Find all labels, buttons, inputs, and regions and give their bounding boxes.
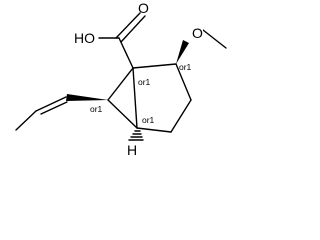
hydroxyl-label: HO <box>74 30 95 46</box>
bond-c4-c5 <box>136 127 172 133</box>
bond-c5-c6 <box>107 99 138 129</box>
wedge-c2-o <box>176 40 189 64</box>
bond-c2-c3 <box>175 63 192 101</box>
bond-ch-ch-double-a <box>35 96 67 112</box>
stereo-label-c5: or1 <box>142 115 155 125</box>
bond-c1-c2 <box>132 63 177 69</box>
methoxy-oxygen-label: O <box>192 25 203 41</box>
bond-c-o-double-b <box>120 15 146 43</box>
molecule-diagram: O HO O H or1 or1 or1 or1 <box>15 0 227 158</box>
bond-ch-ch3 <box>15 110 37 131</box>
bond-o-ch3 <box>202 29 227 49</box>
carbonyl-oxygen-label: O <box>138 0 149 16</box>
bond-c1-c6 <box>107 67 134 101</box>
stereo-label-c2: or1 <box>179 62 192 72</box>
bridgehead-hydrogen-label: H <box>127 142 137 158</box>
bond-c3-c4 <box>170 99 192 133</box>
stereo-label-c6: or1 <box>90 104 103 114</box>
wedge-c6-ch <box>66 94 108 101</box>
bond-c1-cooh <box>118 37 134 69</box>
hash-wedge-c5-h <box>128 130 144 141</box>
structure-canvas: O HO O H or1 or1 or1 or1 <box>0 0 230 164</box>
bond-c5-c1 <box>132 67 138 129</box>
bond-ch-ch-double-b <box>40 101 68 115</box>
bond-c-o-double-a <box>115 12 141 39</box>
stereo-label-c1: or1 <box>138 77 151 87</box>
